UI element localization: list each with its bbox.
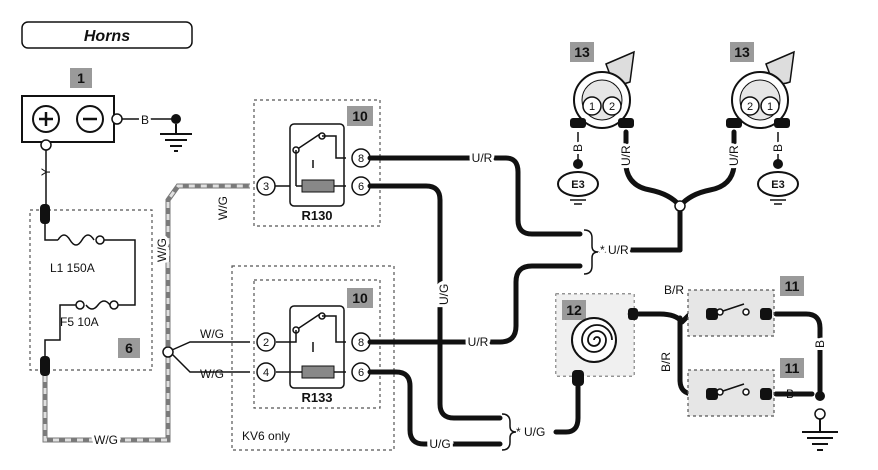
wire-label-ur-horn-right: U/R (727, 145, 741, 166)
wire-label-b-horn-right: B (771, 144, 785, 152)
wire-label-br-top: B/R (664, 283, 684, 297)
wire-label-ur-r133: U/R (468, 335, 489, 349)
wire-label-wg-in2: W/G (200, 367, 224, 381)
ground-e3-left: E3 (557, 159, 599, 205)
wire-label-b-right-vertical: B (813, 340, 827, 348)
relay-coil-icon (301, 365, 335, 379)
wire-label-wg-bottom: W/G (94, 433, 118, 447)
r130-pin-6: 6 (358, 181, 364, 193)
wire-label-y: Y (39, 168, 53, 176)
fuse-icon (85, 300, 111, 310)
wire-label-ur-horn-left: U/R (619, 145, 633, 166)
relay-r133-name: R133 (301, 390, 332, 405)
horn-left-pin-1: 1 (589, 101, 595, 113)
r133-pin-6: 6 (358, 367, 364, 379)
relay-contact-icon (295, 133, 321, 151)
battery-badge: 1 (77, 70, 85, 86)
horn-switch-bottom: 11 (687, 358, 804, 417)
horn-left: 13 1 2 (570, 42, 635, 129)
horn-switch-top: 11 (687, 276, 804, 337)
fuse-l1-label: L1 150A (50, 261, 95, 275)
diagram-title: Horns (84, 28, 130, 45)
wire-label-br-vertical: B/R (659, 352, 673, 372)
horn-right-badge: 13 (734, 44, 750, 60)
wire-label-b-battery: B (141, 113, 149, 127)
switch-contact-icon (719, 383, 745, 393)
relay-r130-name: R130 (301, 208, 332, 223)
horn-right: 13 2 1 (726, 42, 795, 129)
horn-left-ground: E3 (571, 179, 584, 191)
ground-e3-right: E3 (757, 159, 799, 205)
wire-label-ur-r130: U/R (472, 151, 493, 165)
r130-pin-3: 3 (263, 181, 269, 193)
wire-label-ug-vertical: U/G (437, 284, 451, 305)
wire-label-ug-star: * U/G (516, 425, 545, 439)
r130-pin-8: 8 (358, 153, 364, 165)
horn-left-badge: 13 (574, 44, 590, 60)
wire-label-wg-top: W/G (216, 196, 230, 220)
relay-coil-icon (301, 179, 335, 193)
wire-label-b-horn-left: B (571, 144, 585, 152)
ground-icon (757, 171, 799, 197)
wire-label-ur-star: * U/R (600, 243, 629, 257)
fuse-f5-label: F5 10A (60, 315, 99, 329)
ground-icon (557, 171, 599, 197)
horn-left-pin-2: 2 (609, 101, 615, 113)
relay-r133-badge: 10 (352, 290, 368, 306)
horn-right-pin-1: 1 (767, 101, 773, 113)
switch-contact-icon (719, 303, 745, 313)
relay-r130: 10 3 8 6 R130 (253, 99, 381, 227)
switch-top-badge: 11 (785, 278, 800, 294)
ground-icon (160, 114, 192, 152)
wire-label-b-switch: B (786, 387, 794, 401)
wire-label-ug-bottom: U/G (429, 437, 450, 451)
black-wiring (367, 129, 823, 447)
fusebox: L1 150A F5 10A 6 (29, 204, 153, 376)
r133-pin-4: 4 (263, 367, 269, 379)
relay-r133-note: KV6 only (242, 429, 290, 443)
fusible-link-icon (57, 234, 95, 246)
wg-wiring (42, 183, 250, 443)
battery: 1 (21, 68, 123, 151)
wire-label-wg-in1: W/G (200, 327, 224, 341)
ground-icon (802, 391, 838, 451)
rotary-coupler: 12 (555, 293, 638, 386)
title-tab: Horns (21, 21, 193, 49)
rotary-coupler-badge: 12 (566, 302, 582, 318)
r133-pin-2: 2 (263, 337, 269, 349)
fusebox-badge: 6 (125, 340, 133, 356)
switch-bottom-badge: 11 (785, 360, 800, 376)
horn-right-ground: E3 (771, 179, 784, 191)
relay-r130-badge: 10 (352, 108, 368, 124)
r133-pin-8: 8 (358, 337, 364, 349)
horn-right-pin-2: 2 (747, 101, 753, 113)
relay-r133: 10 2 4 8 6 R133 KV6 only (231, 265, 395, 451)
wire-label-wg-vertical: W/G (155, 238, 169, 262)
spiral-icon (571, 317, 617, 363)
relay-contact-icon (295, 313, 321, 331)
